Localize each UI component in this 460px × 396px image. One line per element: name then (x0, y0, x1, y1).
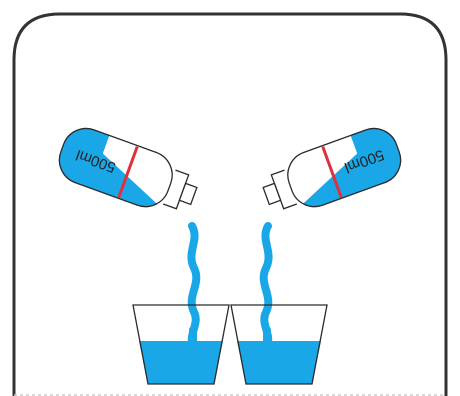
left-cup-water (139, 341, 223, 384)
right-cup (231, 305, 327, 384)
right-cup-water (237, 341, 321, 384)
right-bottle: 500ml (243, 104, 430, 237)
left-cup (133, 305, 229, 384)
panel-frame (14, 14, 446, 396)
